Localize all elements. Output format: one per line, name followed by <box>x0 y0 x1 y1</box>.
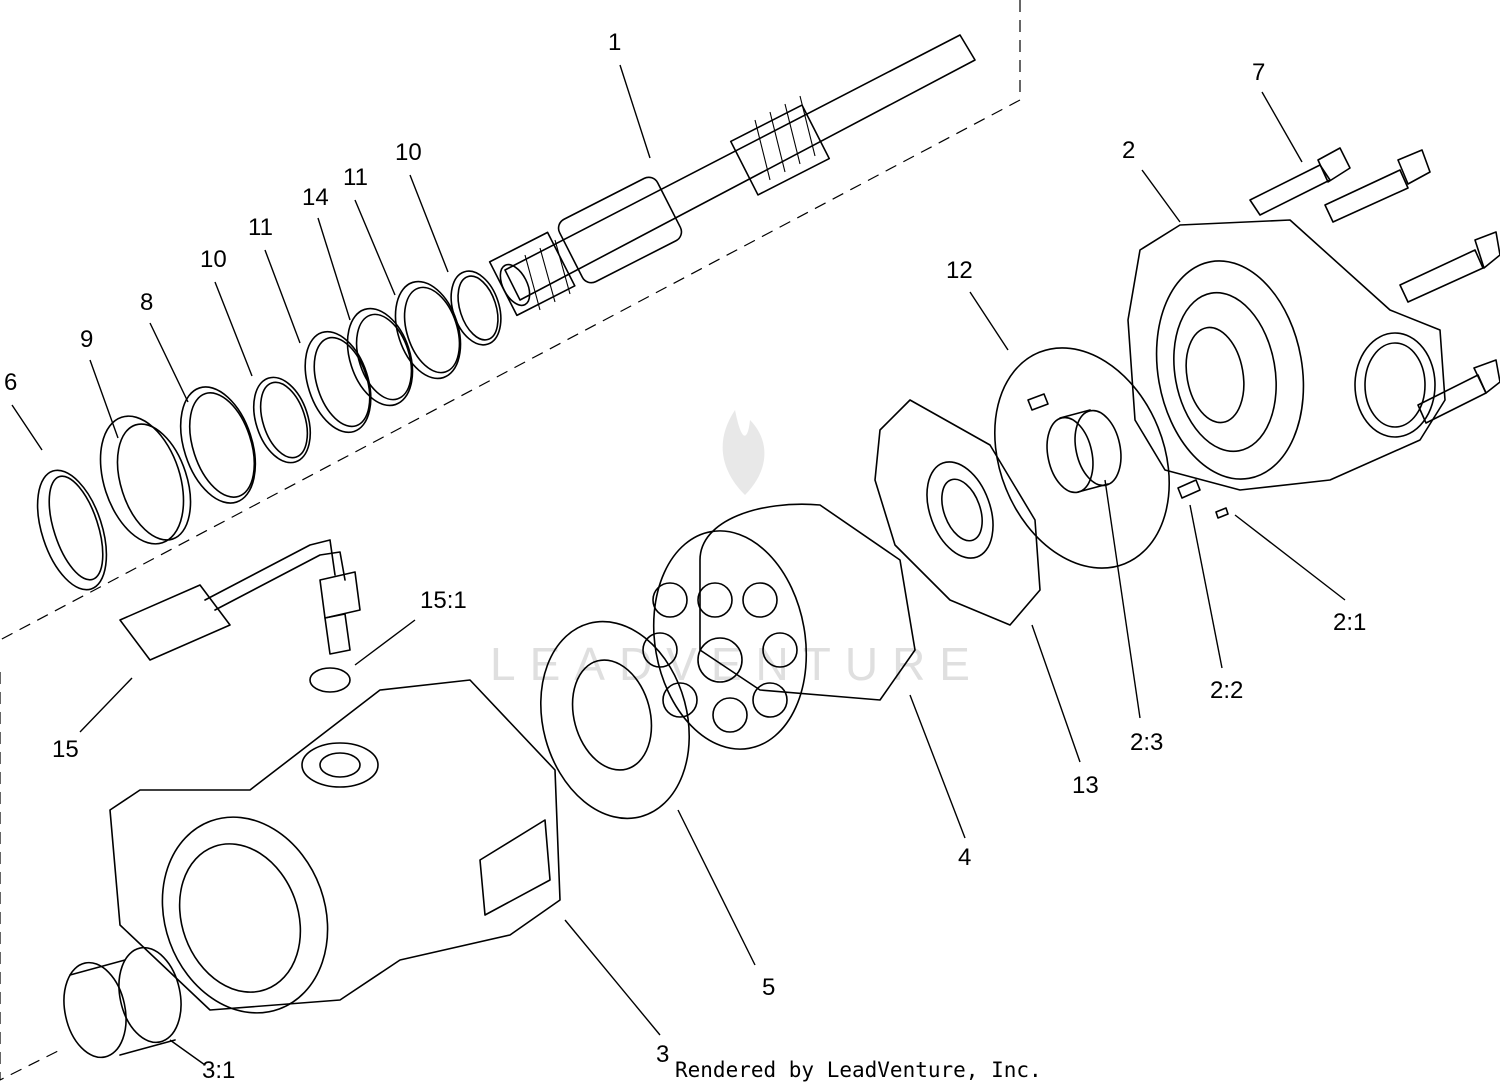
callout-15: 15 <box>52 736 79 763</box>
callout-7: 7 <box>1252 59 1265 86</box>
callout-labels: 1 2 7 12 10 11 14 11 10 8 9 6 15:1 15 2:… <box>4 29 1366 1084</box>
part-11-thrust-washer-a <box>304 330 372 434</box>
leadventure-watermark: LEADVENTURE <box>490 410 984 690</box>
part-7-bolts <box>1249 147 1500 424</box>
callout-3: 3 <box>656 1041 669 1068</box>
callout-15-1: 15:1 <box>420 587 467 614</box>
callout-3-1: 3:1 <box>202 1057 235 1084</box>
callout-11-b: 11 <box>343 164 368 191</box>
callout-10-b: 10 <box>395 139 422 166</box>
part-4-cylinder-block <box>642 503 916 750</box>
callout-1: 1 <box>608 29 621 56</box>
part-2-3-needle-bearing <box>1046 409 1122 494</box>
watermark-text: LEADVENTURE <box>490 638 984 690</box>
callout-10-a: 10 <box>200 246 227 273</box>
part-8-washer <box>179 386 257 504</box>
callout-14: 14 <box>302 184 329 211</box>
part-1-shaft <box>488 34 976 317</box>
part-14-thrust-bearing <box>346 307 414 407</box>
callout-9: 9 <box>80 326 93 353</box>
part-2-1-pin <box>1215 507 1229 519</box>
callout-11-a: 11 <box>248 214 273 241</box>
part-12-o-ring <box>993 347 1171 569</box>
part-3-1-bushing <box>63 946 182 1059</box>
callout-2-1: 2:1 <box>1333 609 1366 636</box>
callout-2: 2 <box>1122 137 1135 164</box>
part-9-bearing-race <box>99 415 192 545</box>
callout-13: 13 <box>1072 772 1099 799</box>
callout-6: 6 <box>4 369 17 396</box>
callout-8: 8 <box>140 289 153 316</box>
callout-5: 5 <box>762 974 775 1001</box>
dashed-separators <box>0 0 1021 1081</box>
part-5-swash-plate <box>539 620 691 820</box>
part-10-retaining-ring-b <box>450 270 502 346</box>
callout-12: 12 <box>946 257 973 284</box>
part-3-housing <box>109 679 561 1014</box>
part-10-retaining-ring-a <box>252 376 312 464</box>
part-2-2-dowel-pin <box>1027 393 1201 499</box>
callout-2-3: 2:3 <box>1130 729 1163 756</box>
part-2-end-cap <box>1127 219 1446 491</box>
part-15-1-o-ring <box>309 667 351 693</box>
leader-lines <box>11 64 1346 1066</box>
callout-2-2: 2:2 <box>1210 677 1243 704</box>
part-15-sensor-harness <box>119 539 361 661</box>
rendered-by-credit: Rendered by LeadVenture, Inc. <box>675 1058 1042 1082</box>
part-6-snap-ring <box>36 469 108 591</box>
part-13-valve-plate <box>874 399 1041 626</box>
callout-4: 4 <box>958 844 971 871</box>
